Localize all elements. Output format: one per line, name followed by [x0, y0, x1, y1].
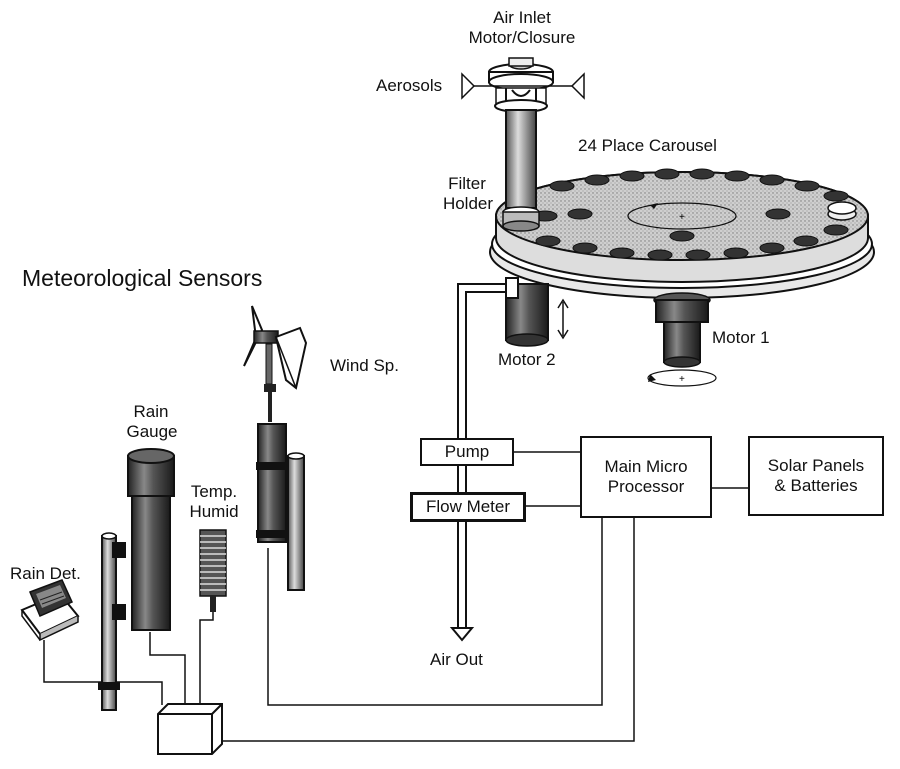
gauge-label: Gauge — [126, 422, 178, 441]
svg-text:+: + — [679, 374, 685, 385]
carousel-label: 24 Place Carousel — [578, 136, 717, 155]
solar-line-1: Solar Panels — [767, 456, 865, 475]
holder-label: Holder — [442, 194, 494, 213]
wind-sensor-icon — [243, 305, 308, 591]
main-processor-box: Main Micro Processor — [580, 436, 712, 518]
temp-label: Temp. — [190, 482, 238, 501]
motor-closure-label: Motor/Closure — [468, 28, 576, 47]
motor-1-icon: + — [647, 292, 717, 387]
meteorological-sensors-title: Meteorological Sensors — [22, 265, 263, 291]
pump-label: Pump — [444, 442, 490, 461]
rain-detector-label: Rain Det. — [10, 564, 81, 583]
flow-meter-box: Flow Meter — [410, 492, 526, 522]
rain-gauge-icon — [98, 448, 175, 711]
rain-detector-icon — [20, 579, 80, 642]
svg-text:+: + — [679, 212, 685, 223]
motor-1-label: Motor 1 — [712, 328, 770, 347]
temp-humid-sensor-icon — [199, 529, 227, 612]
aerosols-label: Aerosols — [376, 76, 443, 95]
flow-meter-label: Flow Meter — [425, 497, 511, 516]
junction-box-icon — [157, 703, 223, 755]
processor-line-1: Main Micro — [604, 457, 688, 476]
solar-panels-box: Solar Panels & Batteries — [748, 436, 884, 516]
humid-label: Humid — [189, 502, 239, 521]
processor-line-2: Processor — [607, 477, 685, 496]
motor-2-label: Motor 2 — [498, 350, 556, 369]
pump-box: Pump — [420, 438, 514, 466]
wind-speed-label: Wind Sp. — [330, 356, 399, 375]
air-out-label: Air Out — [430, 650, 483, 669]
air-inlet-label: Air Inlet — [493, 8, 551, 27]
carousel-icon: + — [489, 168, 875, 299]
rain-label: Rain — [133, 402, 169, 421]
filter-label: Filter — [448, 174, 486, 193]
solar-line-2: & Batteries — [774, 476, 858, 495]
air-inlet-tube-icon — [461, 57, 585, 232]
